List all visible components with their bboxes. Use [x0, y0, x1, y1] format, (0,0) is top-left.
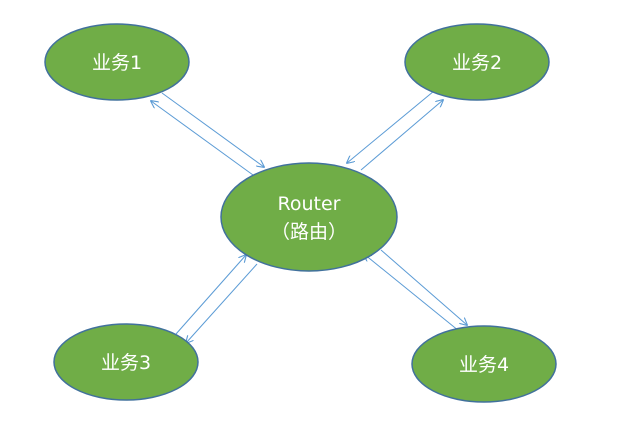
service-node-4: 业务4 [411, 325, 557, 403]
arrow-router-to-service-4 [380, 249, 467, 325]
arrow-service-1-to-router [161, 92, 264, 167]
arrow-router-to-service-2 [360, 100, 443, 171]
service-node-4-shape [411, 325, 557, 403]
arrow-service-4-to-router [364, 254, 460, 332]
arrow-service-2-to-router [347, 90, 435, 163]
service-node-1-shape [44, 23, 190, 101]
service-node-1-label: 业务1 [92, 52, 142, 74]
router-node: Router （路由） [220, 162, 398, 272]
service-node-3-label: 业务3 [101, 352, 151, 374]
router-label-line1: Router [278, 193, 341, 215]
service-node-2-label: 业务2 [452, 52, 502, 74]
service-node-3-shape [53, 323, 199, 401]
router-label-line2: （路由） [271, 221, 347, 243]
arrow-service-3-to-router [175, 255, 246, 335]
service-node-2-shape [404, 23, 550, 101]
service-node-1: 业务1 [44, 23, 190, 101]
service-node-4-label: 业务4 [459, 354, 509, 376]
service-node-3: 业务3 [53, 323, 199, 401]
service-node-2: 业务2 [404, 23, 550, 101]
arrow-router-to-service-3 [186, 263, 258, 343]
arrow-router-to-service-1 [151, 101, 254, 176]
router-node-shape [220, 162, 398, 272]
